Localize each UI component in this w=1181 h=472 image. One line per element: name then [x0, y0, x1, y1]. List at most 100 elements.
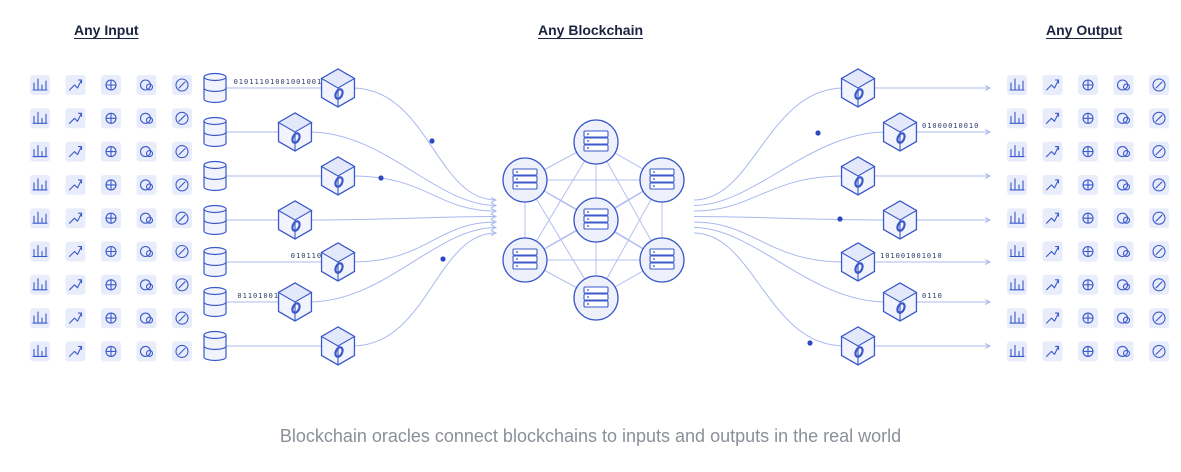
chart-icon [30, 75, 50, 95]
binary-streams: 0101110100100100101011001101001010000100… [234, 78, 979, 300]
car-icon [65, 108, 86, 129]
office-icon [1149, 241, 1169, 262]
input-oracle-node [320, 242, 356, 282]
any-output-heading: Any Output [1046, 22, 1123, 38]
database-icon [203, 72, 227, 104]
output-oracle-node [840, 326, 876, 366]
output-oracle-node [882, 282, 918, 322]
grid-icon [1113, 341, 1134, 362]
globe-car-icon [30, 174, 50, 195]
input-binary-stream: 01011101001001001 [234, 78, 323, 86]
gears-icon [1078, 241, 1098, 262]
wind-icon [172, 208, 192, 229]
land-icon [1113, 308, 1134, 329]
phone-time-icon [65, 208, 86, 229]
atom-icon [65, 274, 86, 295]
blockchain-nodes [502, 119, 685, 321]
shopping-cart-icon [136, 174, 157, 195]
buildings-icon [1007, 75, 1027, 95]
diagram-caption: Blockchain oracles connect blockchains t… [279, 426, 902, 446]
cloud-rain-icon [172, 141, 192, 162]
world-icon [1113, 141, 1134, 162]
storefront-icon [1149, 75, 1169, 95]
blockchain-node [573, 119, 619, 165]
blockchain-node [502, 157, 548, 203]
data-packet-dot [807, 340, 813, 346]
data-packet-dot [440, 256, 446, 262]
tether-icon [1078, 208, 1098, 229]
input-oracle-node [277, 112, 313, 152]
monitor-icon [101, 308, 121, 329]
output-icon-grid [1007, 75, 1169, 362]
blockchain-node [502, 237, 548, 283]
globe-money-icon [1042, 341, 1063, 362]
ethereum-icon [1078, 108, 1098, 129]
output-oracle-node [882, 200, 918, 240]
smart-key-icon [1007, 141, 1027, 162]
input-oracle-node [277, 200, 313, 240]
factory-icon [172, 308, 192, 329]
box-map-icon [30, 308, 50, 329]
pound-icon [1113, 274, 1134, 295]
brain-icon [30, 208, 50, 229]
database-icon [1007, 208, 1027, 229]
tides-icon [172, 274, 192, 295]
landscape-icon [172, 108, 192, 129]
person-icon [172, 341, 192, 362]
input-binary-stream: 010110 [291, 252, 322, 260]
database-icon [203, 160, 227, 192]
output-oracle-node [882, 112, 918, 152]
database-icon [203, 330, 227, 362]
boxes-icon [172, 174, 192, 195]
dollar-icon [1078, 75, 1098, 95]
bitcoin-icon [1042, 174, 1063, 195]
vault-icon [1042, 208, 1063, 229]
soccer-ball-icon [101, 274, 121, 295]
data-packet-dot [837, 216, 843, 222]
binary-data-icon [101, 174, 121, 195]
cubes-icon [1042, 241, 1063, 262]
stethoscope-icon [172, 241, 192, 262]
output-binary-stream: 01000010010 [922, 122, 979, 130]
data-packet-dot [429, 138, 435, 144]
payment-card-icon [1042, 75, 1063, 95]
receipt-icon [101, 75, 121, 95]
blockchain-node [639, 157, 685, 203]
heart-rate-icon [101, 341, 121, 362]
input-databases [203, 72, 227, 362]
signature-icon [30, 241, 50, 262]
analytics-icon [30, 274, 50, 295]
institution-icon [1149, 108, 1169, 129]
sun-icon [101, 241, 121, 262]
output-binary-stream: 101001001010 [880, 252, 943, 260]
blockchain-node [573, 275, 619, 321]
sync-icon [136, 274, 157, 295]
key-cloud-icon [1007, 174, 1027, 195]
document-edit-icon [136, 108, 157, 129]
telescope-icon [65, 174, 86, 195]
cardano-icon [1113, 241, 1134, 262]
data-packet-dot [378, 175, 384, 181]
input-oracle-node [320, 326, 356, 366]
parthenon-icon [1042, 274, 1063, 295]
compass-icon [172, 75, 192, 95]
any-input-heading: Any Input [74, 22, 139, 38]
connection-wires [225, 85, 992, 349]
data-packet-dot [815, 130, 821, 136]
database-lock-icon [1149, 341, 1169, 362]
input-oracle-node [320, 156, 356, 196]
wind-turbine-icon [101, 208, 121, 229]
input-icon-grid [30, 75, 192, 362]
output-oracle-node [840, 242, 876, 282]
globe-settings-icon [1113, 174, 1134, 195]
terminal-icon [1113, 108, 1134, 129]
coins-icon [65, 75, 86, 95]
rocket-icon [1149, 308, 1169, 329]
network-diagram: 0101110100100100101011001101001010000100… [30, 68, 1169, 366]
code-icon [65, 341, 86, 362]
battery-lock-icon [1007, 341, 1027, 362]
football-icon [136, 241, 157, 262]
settings-panel-icon [136, 341, 157, 362]
temperature-icon [30, 341, 50, 362]
